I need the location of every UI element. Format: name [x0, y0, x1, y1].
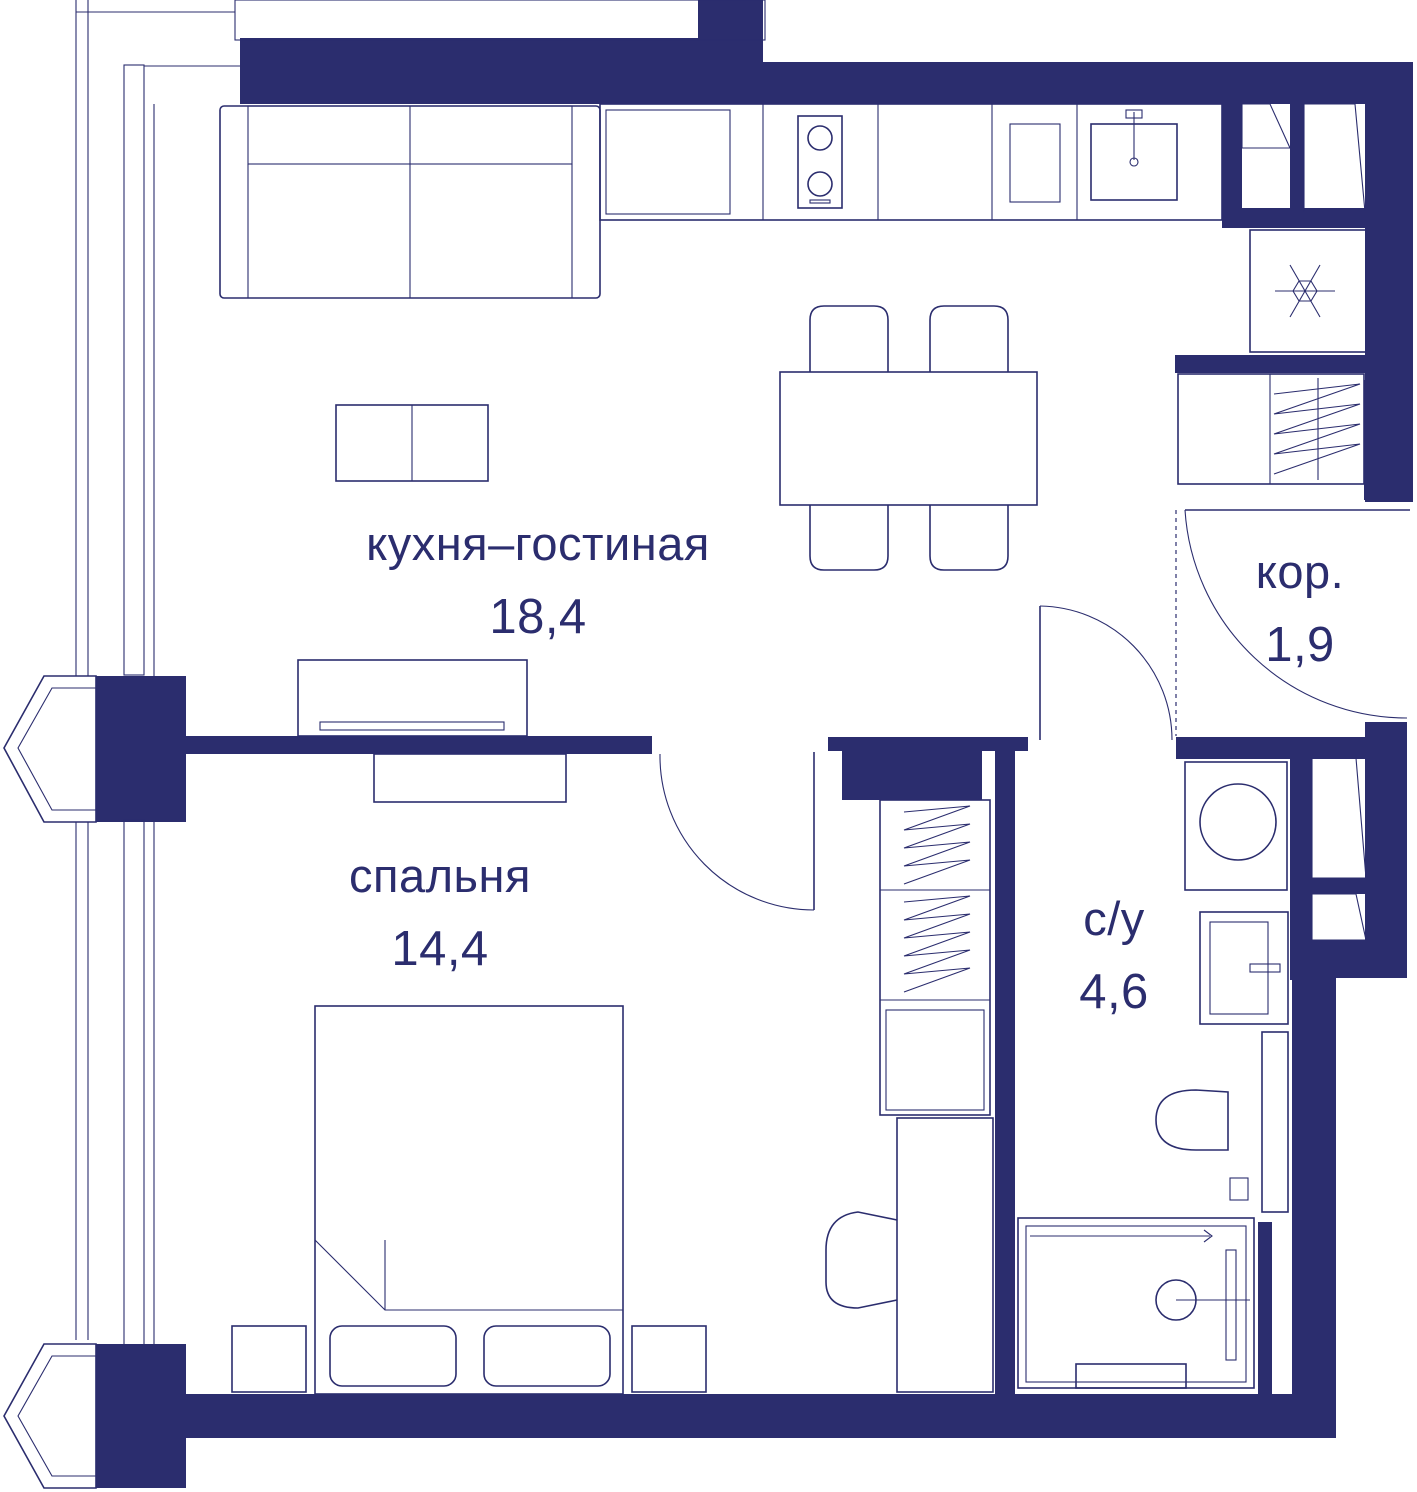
wall-bath-left [995, 746, 1015, 1396]
wall-shower-post [1258, 1222, 1272, 1398]
wall-right-niche-shelf [1222, 208, 1370, 228]
wall-bath-top [1176, 737, 1368, 759]
room-corridor-name: кор. [1255, 545, 1345, 598]
wall-partition-left [182, 736, 652, 754]
corridor-wardrobe [1177, 373, 1370, 500]
bedroom-wardrobe [879, 799, 991, 1116]
room-bathroom-name: с/у [1083, 892, 1145, 945]
doors [659, 509, 1410, 911]
wall-top-pillar [698, 0, 763, 66]
room-bedroom-name: спальня [349, 849, 531, 902]
room-living-name: кухня–гостиная [366, 517, 710, 570]
room-bedroom: спальня 14,4 [310, 852, 570, 974]
sofa [219, 105, 601, 299]
wall-partition-mid [828, 737, 1028, 751]
room-bathroom: с/у 4,6 [1050, 895, 1178, 1017]
room-bedroom-area: 14,4 [391, 922, 489, 976]
wall-corridor-top [1175, 355, 1370, 373]
wall-top [240, 62, 1385, 104]
walls [96, 0, 1413, 1488]
room-bathroom-area: 4,6 [1079, 965, 1149, 1019]
right-cabinets [1241, 103, 1367, 941]
facade-windows [3, 0, 766, 1489]
wall-left-pillar-top [96, 676, 186, 822]
cooktop-icon [797, 115, 843, 209]
wall-top-left [240, 38, 715, 66]
coffee-table [335, 404, 489, 482]
wall-right-upper [1365, 62, 1413, 502]
desk [825, 1117, 994, 1393]
wall-right-niche [1222, 100, 1242, 228]
room-corridor: кор. 1,9 [1232, 548, 1368, 670]
bathroom-fixtures [1017, 761, 1289, 1389]
wall-bath-right [1290, 740, 1312, 980]
snowflake-icon [1275, 264, 1335, 318]
fridge [1249, 229, 1367, 353]
tv-console [297, 659, 567, 803]
dining-table [779, 305, 1038, 571]
room-corridor-area: 1,9 [1265, 618, 1335, 672]
wall-right-divider [1290, 100, 1304, 212]
room-living-area: 18,4 [489, 590, 587, 644]
wall-right-bottom [1292, 975, 1336, 1437]
wall-bottom [180, 1394, 1336, 1438]
wall-bath-shelf [1290, 878, 1370, 894]
wall-right-lower [1365, 722, 1407, 977]
kitchen-counter [599, 103, 1223, 221]
sink-icon [1090, 109, 1178, 201]
bed [231, 1005, 707, 1395]
wall-left-pillar-bottom [96, 1344, 186, 1488]
room-living: кухня–гостиная 18,4 [312, 520, 764, 642]
